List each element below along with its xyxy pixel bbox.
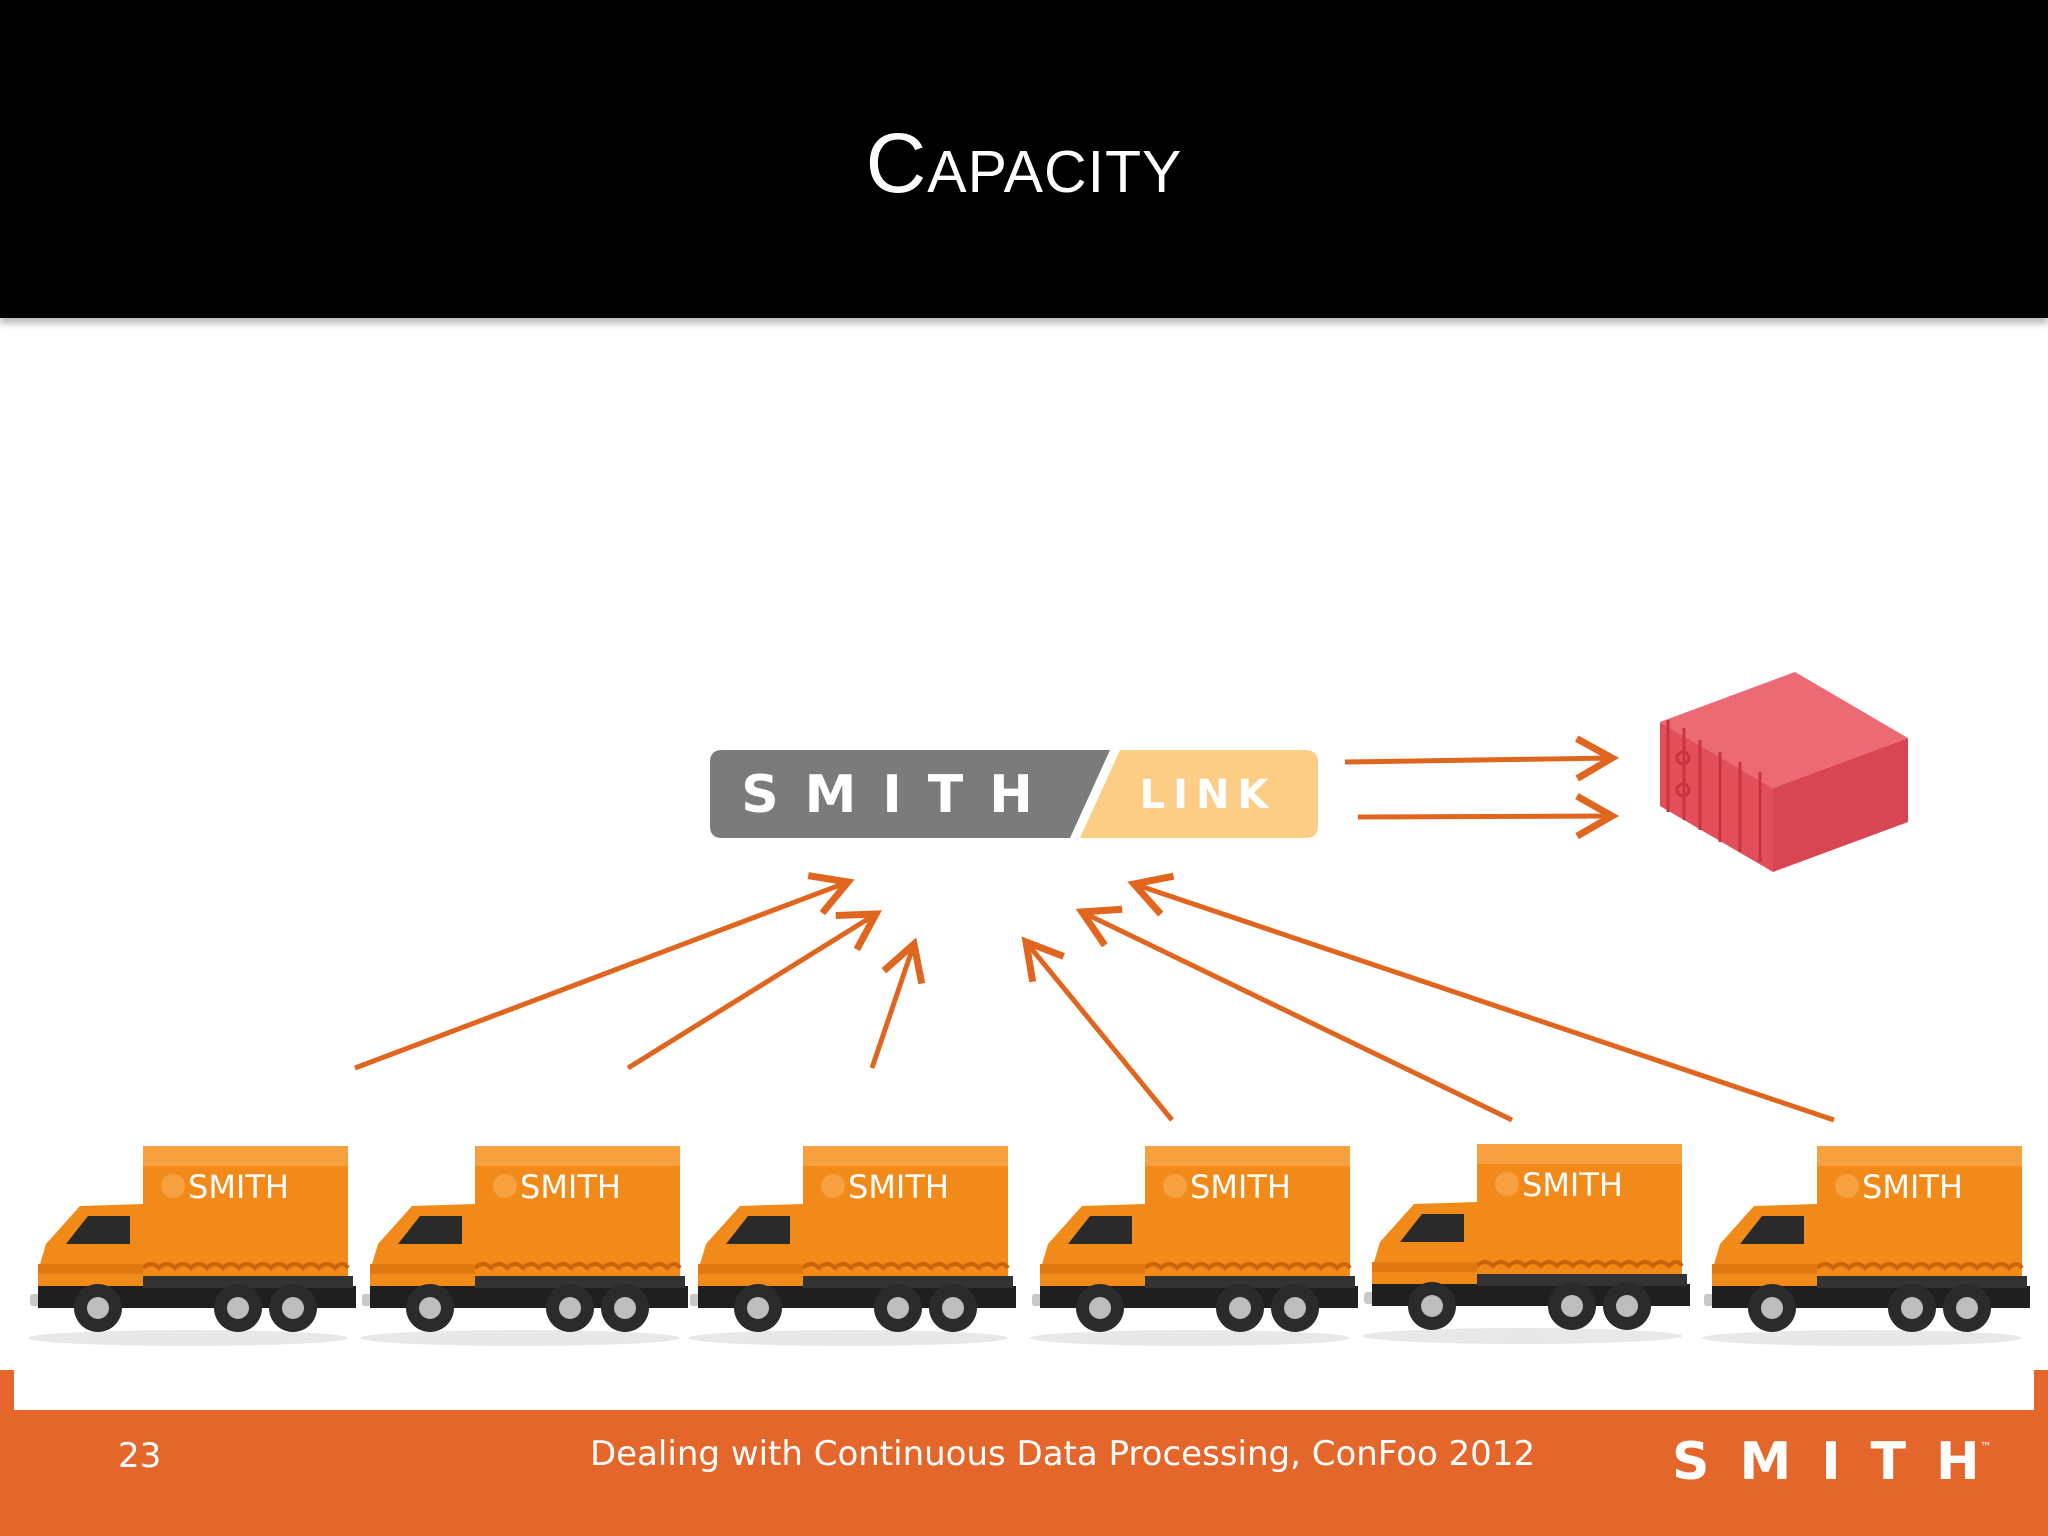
truck-3-label: SMITH (848, 1168, 949, 1206)
diagram: SMITH LINK SMITH SMITH SMITH (26, 672, 2032, 1348)
truck-2: SMITH (358, 1144, 690, 1348)
title-bar: Capacity (0, 0, 2048, 318)
truck-6-label: SMITH (1862, 1168, 1963, 1206)
truck-2-label: SMITH (520, 1168, 621, 1206)
slide-title: Capacity (865, 115, 1183, 210)
footer-notch-left (0, 1370, 14, 1410)
footer-notch-right (2034, 1370, 2048, 1410)
truck-5-label: SMITH (1522, 1166, 1623, 1204)
footer-logo: SMITH (1672, 1432, 2010, 1492)
server-icon (1660, 672, 1908, 872)
truck-1: SMITH (26, 1144, 358, 1348)
footer-bar (0, 1410, 2048, 1536)
footer-caption: Dealing with Continuous Data Processing,… (590, 1434, 1536, 1474)
truck-3: SMITH (686, 1144, 1018, 1348)
slide-number: 23 (118, 1436, 162, 1476)
smith-link-right-text: LINK (1140, 772, 1277, 818)
truck-4: SMITH (1028, 1144, 1360, 1348)
smith-link-left-text: SMITH (741, 765, 1059, 825)
truck-4-label: SMITH (1190, 1168, 1291, 1206)
truck-1-label: SMITH (188, 1168, 289, 1206)
truck-5: SMITH (1360, 1142, 1692, 1346)
input-arrows (354, 872, 1835, 1123)
smith-link-logo: SMITH LINK (710, 750, 1318, 838)
footer-trademark: ™ (1980, 1440, 1992, 1454)
output-arrows (1344, 735, 1620, 840)
truck-6: SMITH (1700, 1144, 2032, 1348)
